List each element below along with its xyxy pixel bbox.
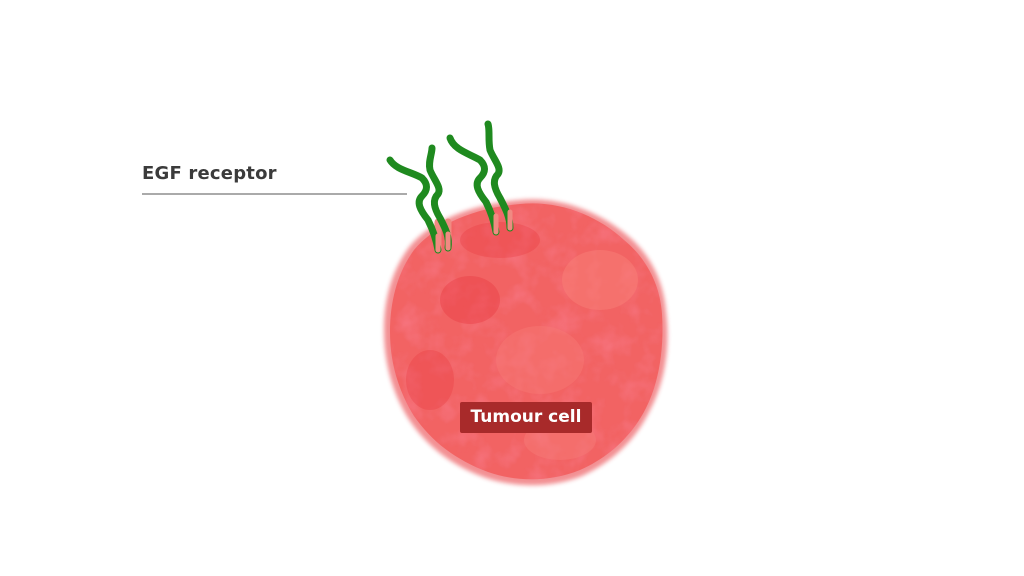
egf-receptor-icon [386,144,452,254]
receptor-label: EGF receptor [142,163,277,184]
cell-label: Tumour cell [460,402,592,433]
tumour-cell-icon [384,199,668,486]
egf-receptor-icon [446,120,514,236]
